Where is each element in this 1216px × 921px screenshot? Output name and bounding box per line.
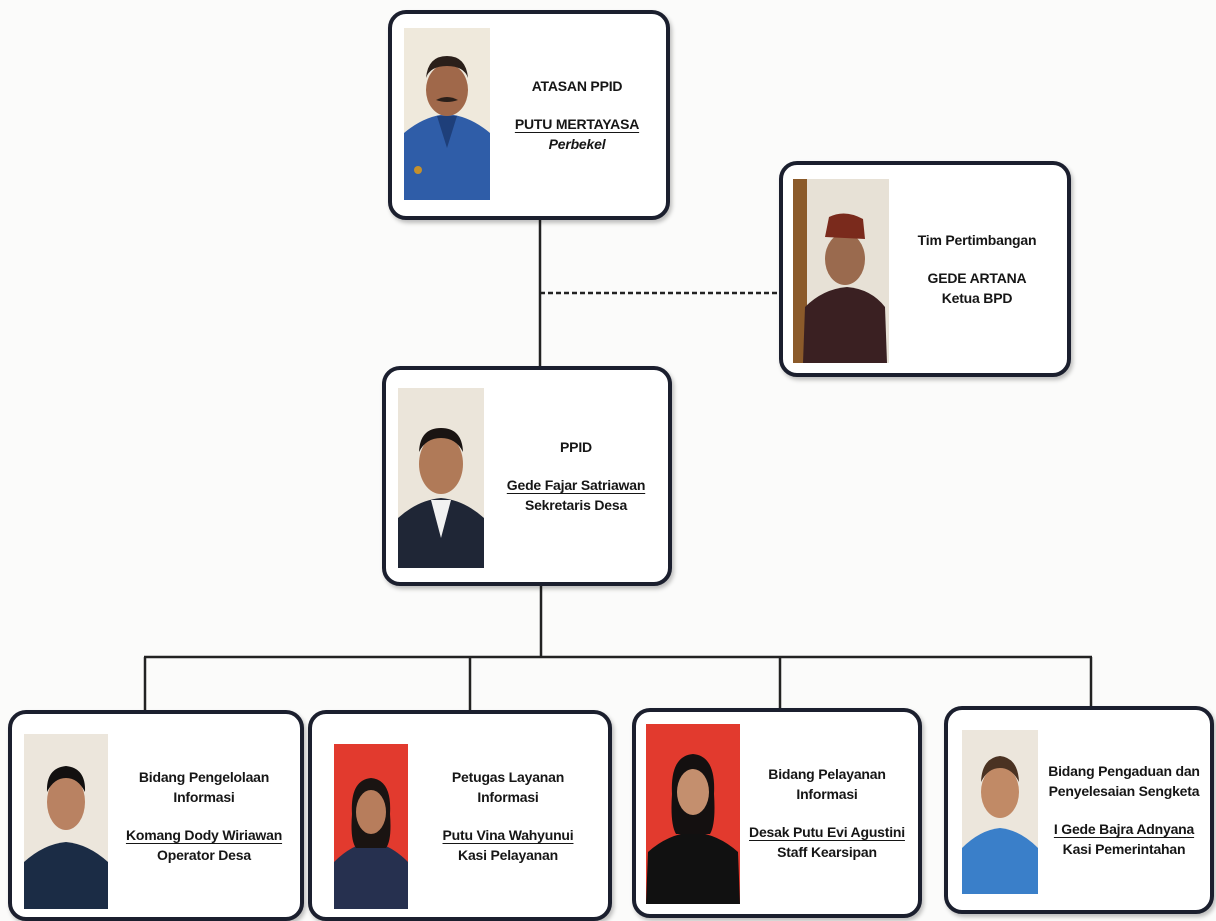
role-label: Bidang Pelayanan Informasi: [768, 766, 886, 802]
person-name: PUTU MERTAYASA: [514, 116, 640, 132]
node-bidang-pelayanan-informasi: Bidang Pelayanan Informasi Desak Putu Ev…: [632, 708, 922, 918]
node-tim-pertimbangan: Tim Pertimbangan GEDE ARTANA Ketua BPD: [779, 161, 1071, 377]
position-label: Kasi Pemerintahan: [1062, 841, 1186, 857]
node-bidang-pengelolaan-informasi: Bidang Pengelolaan Informasi Komang Dody…: [8, 710, 304, 921]
info-tim: Tim Pertimbangan GEDE ARTANA Ketua BPD: [895, 165, 1059, 373]
position-label: Staff Kearsipan: [777, 844, 877, 860]
node-atasan-ppid: ATASAN PPID PUTU MERTAYASA Perbekel: [388, 10, 670, 220]
photo-gede-fajar-satriawan: [398, 388, 484, 568]
person-name: Desak Putu Evi Agustini: [749, 824, 905, 840]
person-name: I Gede Bajra Adnyana: [1053, 821, 1195, 837]
person-name: GEDE ARTANA: [927, 270, 1027, 286]
photo-putu-mertayasa: [404, 28, 490, 200]
role-label: Petugas Layanan Informasi: [451, 768, 565, 805]
photo-desak-putu-evi-agustini: [646, 724, 740, 904]
role-label: PPID: [560, 439, 592, 455]
person-name: Gede Fajar Satriawan: [506, 477, 646, 493]
position-label: Perbekel: [548, 136, 606, 152]
node-bidang-pengaduan-sengketa: Bidang Pengaduan dan Penyelesaian Sengke…: [944, 706, 1214, 914]
position-label: Ketua BPD: [941, 290, 1013, 306]
photo-komang-dody-wiriawan: [24, 734, 108, 909]
position-label: Operator Desa: [157, 846, 251, 863]
info-bidang1: Bidang Pengelolaan Informasi Komang Dody…: [116, 714, 292, 917]
role-label: Tim Pertimbangan: [917, 232, 1037, 248]
photo-i-gede-bajra-adnyana: [962, 730, 1038, 894]
role-label: Bidang Pengaduan dan Penyelesaian Sengke…: [1048, 763, 1200, 799]
node-ppid: PPID Gede Fajar Satriawan Sekretaris Des…: [382, 366, 672, 586]
photo-putu-vina-wahyunui: [334, 744, 408, 909]
node-petugas-layanan-informasi: Petugas Layanan Informasi Putu Vina Wahy…: [308, 710, 612, 921]
info-bidang2: Bidang Pelayanan Informasi Desak Putu Ev…: [744, 712, 910, 914]
person-name: Putu Vina Wahyunui: [442, 826, 574, 843]
info-atasan: ATASAN PPID PUTU MERTAYASA Perbekel: [498, 14, 656, 216]
role-label: ATASAN PPID: [531, 78, 623, 94]
position-label: Sekretaris Desa: [524, 497, 628, 513]
info-petugas: Petugas Layanan Informasi Putu Vina Wahy…: [416, 714, 600, 917]
person-name: Komang Dody Wiriawan: [125, 826, 283, 843]
photo-gede-artana: [793, 179, 889, 363]
role-label: Bidang Pengelolaan Informasi: [138, 768, 270, 805]
info-bidang3: Bidang Pengaduan dan Penyelesaian Sengke…: [1044, 710, 1204, 910]
position-label: Kasi Pelayanan: [458, 846, 558, 863]
info-ppid: PPID Gede Fajar Satriawan Sekretaris Des…: [492, 370, 660, 582]
